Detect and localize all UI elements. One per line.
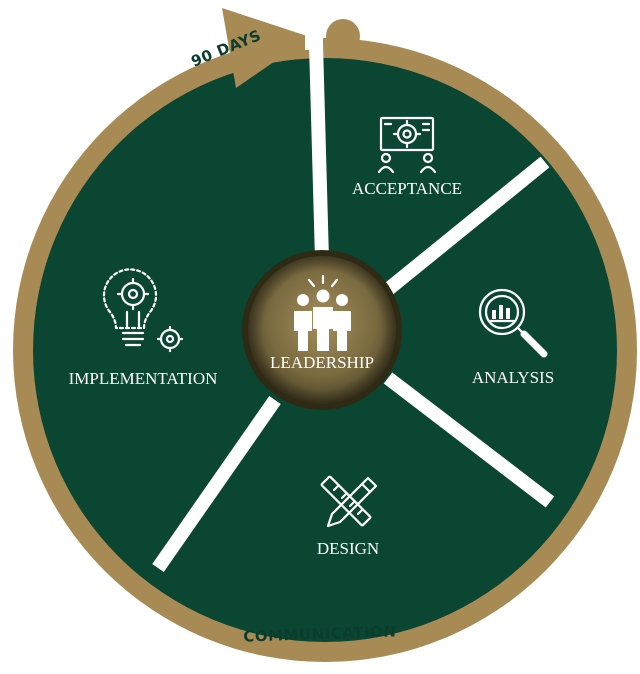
- segment-dividers: [152, 43, 555, 573]
- divider-upper-right: [375, 156, 550, 302]
- segment-label-analysis: ANALYSIS: [472, 368, 554, 387]
- ring-knob: [326, 19, 360, 53]
- magnifier-chart-icon: [478, 288, 548, 358]
- segment-label-implementation: IMPLEMENTATION: [69, 369, 218, 388]
- divider-lower-left: [152, 395, 281, 573]
- center-label: LEADERSHIP: [270, 353, 374, 372]
- segment-label-design: DESIGN: [317, 539, 379, 558]
- ring-gap: [305, 20, 323, 50]
- lightbulb-gears-icon: [102, 268, 184, 353]
- ring-arrowhead: [222, 8, 310, 88]
- presentation-gear-icon: [377, 116, 437, 174]
- team-people-icon: [294, 274, 351, 351]
- pencil-ruler-icon: [320, 475, 378, 528]
- segment-label-acceptance: ACCEPTANCE: [352, 179, 462, 198]
- divider-top: [309, 43, 329, 261]
- ring-label-communication: COMMUNICATION: [243, 622, 397, 645]
- divider-lower-right: [383, 372, 555, 508]
